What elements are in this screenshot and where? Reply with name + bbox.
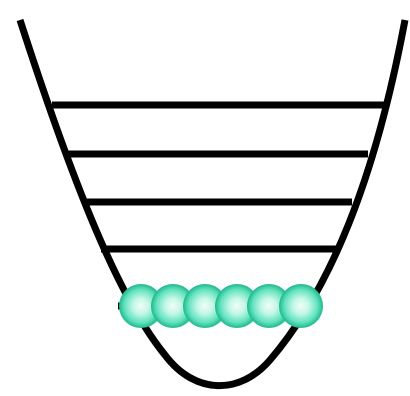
energy-levels bbox=[52, 105, 386, 306]
particles bbox=[119, 284, 323, 328]
particle bbox=[279, 284, 323, 328]
